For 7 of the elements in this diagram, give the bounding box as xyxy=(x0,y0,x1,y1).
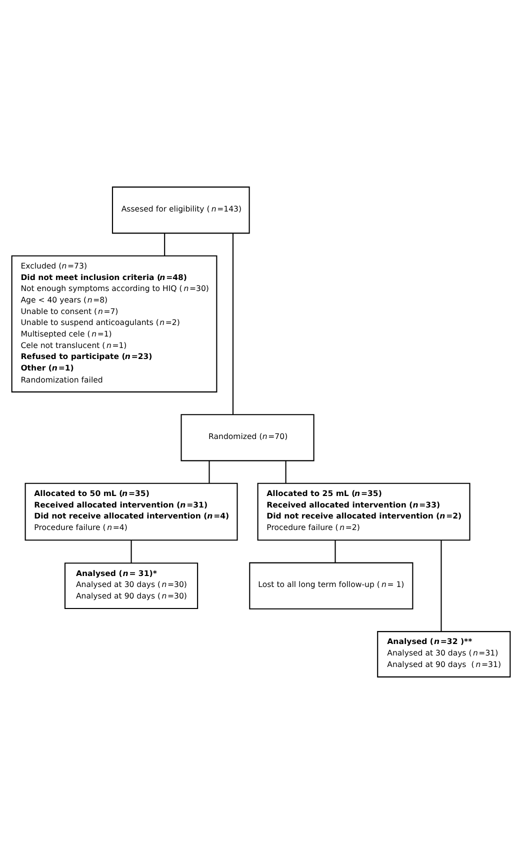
connector xyxy=(208,460,210,484)
connector xyxy=(164,233,165,256)
connector xyxy=(232,233,234,415)
connector xyxy=(130,540,132,564)
connector xyxy=(440,540,442,632)
connector xyxy=(334,540,336,563)
connector xyxy=(284,460,286,484)
